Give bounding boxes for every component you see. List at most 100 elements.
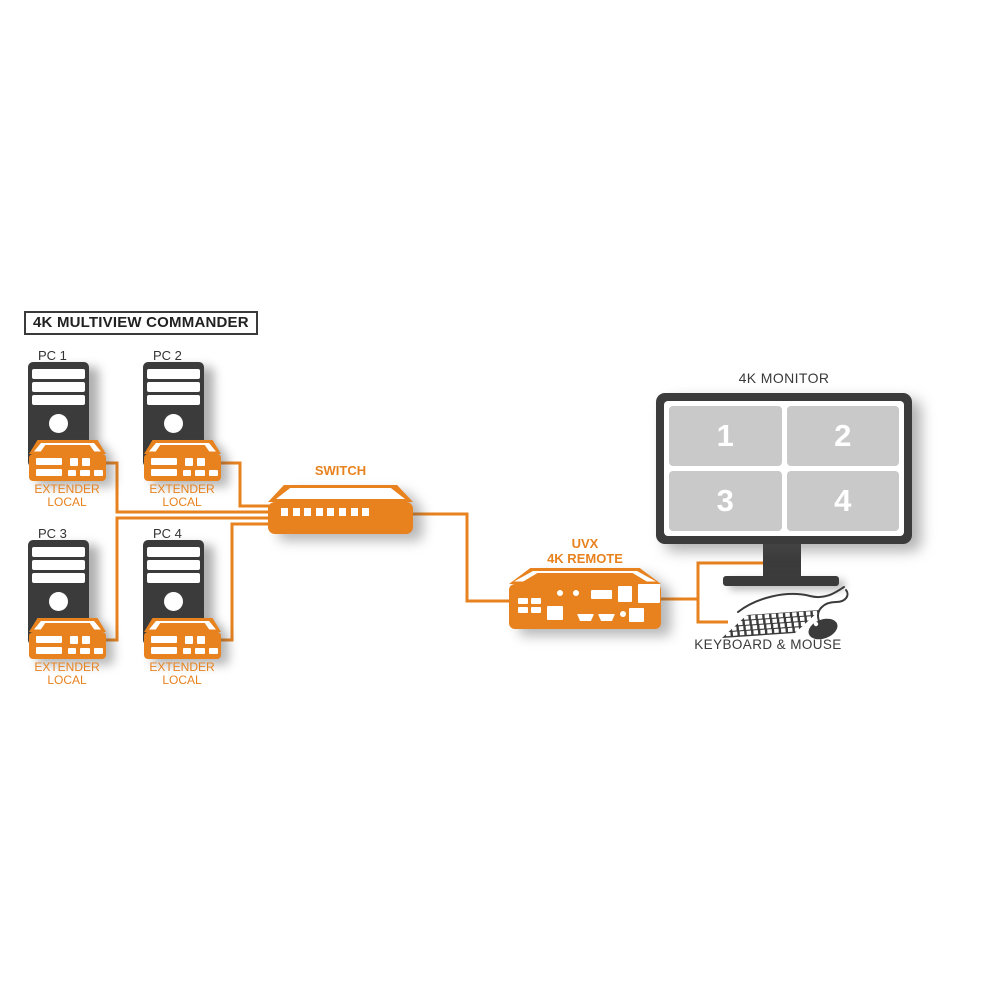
power-button-icon xyxy=(164,592,183,611)
drive-bay xyxy=(147,573,200,583)
cable-pc4-extender-to-switch xyxy=(215,522,270,642)
drive-bay xyxy=(32,382,85,392)
switch-port xyxy=(315,508,323,516)
diagram-title: 4K MULTIVIEW COMMANDER xyxy=(24,311,258,335)
pc3-label: PC 3 xyxy=(38,526,67,541)
extender-top-core xyxy=(154,445,211,454)
mouse-icon xyxy=(808,618,838,640)
receiver-ports xyxy=(509,584,661,629)
receiver-top xyxy=(509,568,661,584)
port xyxy=(82,636,90,644)
port xyxy=(209,470,218,476)
port xyxy=(209,648,218,654)
port xyxy=(518,607,528,613)
extender-top xyxy=(144,618,221,632)
port xyxy=(197,636,205,644)
power-button-icon xyxy=(49,414,68,433)
monitor-group: 4K MONITOR 1 2 3 4 xyxy=(656,368,912,588)
pc3-extender-device-icon xyxy=(29,618,106,659)
port xyxy=(80,470,90,476)
drive-bay xyxy=(32,547,85,557)
drive-bay xyxy=(32,573,85,583)
monitor-label: 4K MONITOR xyxy=(738,370,830,386)
port xyxy=(591,590,612,599)
mouse-cable xyxy=(817,589,849,622)
led-indicator xyxy=(620,611,626,617)
cable-pc1-extender-to-switch xyxy=(100,461,270,514)
drive-bay xyxy=(147,560,200,570)
port xyxy=(185,458,193,466)
pc1-extender-device-icon xyxy=(29,440,106,481)
switch-port xyxy=(350,508,358,516)
extender-label-line1: EXTENDER xyxy=(34,482,100,496)
vent-port xyxy=(36,469,62,476)
receiver-group: UVX 4K REMOTE xyxy=(509,536,661,631)
extender-label-line2: LOCAL xyxy=(47,494,87,509)
receiver-label-line1: UVX xyxy=(571,536,599,551)
switch-label: SWITCH xyxy=(314,463,367,478)
pc1-label: PC 1 xyxy=(38,348,67,363)
port xyxy=(518,598,528,604)
port xyxy=(195,470,205,476)
pc-group-3: PC 3 EXTENDER LOCAL xyxy=(28,526,208,696)
pc2-label: PC 2 xyxy=(153,348,182,363)
keyboard-mouse-label: KEYBOARD & MOUSE xyxy=(694,637,842,652)
pc3-extender-label: EXTENDER LOCAL xyxy=(16,661,118,686)
pc2-extender-label: EXTENDER LOCAL xyxy=(131,483,233,508)
port xyxy=(531,607,541,613)
led-indicator xyxy=(557,590,563,596)
switch-port xyxy=(304,508,312,516)
switch-top-surface xyxy=(276,488,405,499)
extender-top-core xyxy=(39,445,96,454)
port xyxy=(94,470,103,476)
port xyxy=(195,648,205,654)
extender-label-line1: EXTENDER xyxy=(149,660,215,674)
quadrant-4: 4 xyxy=(786,471,899,531)
quadrant-2: 2 xyxy=(786,406,899,466)
extender-ports xyxy=(29,632,106,659)
port xyxy=(82,458,90,466)
port xyxy=(629,608,644,622)
port xyxy=(68,648,76,654)
port xyxy=(70,636,78,644)
receiver-label-line2: 4K REMOTE xyxy=(547,551,623,566)
pc4-extender-label: EXTENDER LOCAL xyxy=(131,661,233,686)
quadrant-1: 1 xyxy=(669,406,782,466)
quadrant-3: 3 xyxy=(669,471,782,531)
vent-port xyxy=(36,458,62,465)
receiver-label: UVX 4K REMOTE xyxy=(509,536,661,566)
switch-group: SWITCH xyxy=(268,463,413,535)
drive-bay xyxy=(147,369,200,379)
port xyxy=(183,470,191,476)
extender-top-core xyxy=(39,623,96,632)
port xyxy=(80,648,90,654)
port xyxy=(183,648,191,654)
drive-bay xyxy=(32,560,85,570)
drive-bay xyxy=(32,369,85,379)
vent-port xyxy=(36,647,62,654)
extender-label-line2: LOCAL xyxy=(162,494,202,509)
receiver-device-icon xyxy=(509,568,661,629)
port xyxy=(547,606,563,620)
keyboard-icon xyxy=(722,610,820,638)
pc1-extender-label: EXTENDER LOCAL xyxy=(16,483,118,508)
power-button-icon xyxy=(49,592,68,611)
extender-ports xyxy=(144,454,221,481)
switch-port xyxy=(281,508,288,516)
drive-bay xyxy=(147,382,200,392)
led-indicator xyxy=(573,590,579,596)
extender-top xyxy=(29,618,106,632)
drive-bay xyxy=(147,395,200,405)
monitor-stand-base xyxy=(723,576,839,586)
power-button-icon xyxy=(164,414,183,433)
pc4-label: PC 4 xyxy=(153,526,182,541)
switch-ports xyxy=(268,502,413,534)
extender-label-line2: LOCAL xyxy=(162,672,202,687)
vent-port xyxy=(151,469,177,476)
monitor-icon: 1 2 3 4 xyxy=(656,393,912,544)
port xyxy=(70,458,78,466)
cable-pc3-extender-to-switch xyxy=(100,516,270,642)
port xyxy=(531,598,541,604)
vent-port xyxy=(151,647,177,654)
